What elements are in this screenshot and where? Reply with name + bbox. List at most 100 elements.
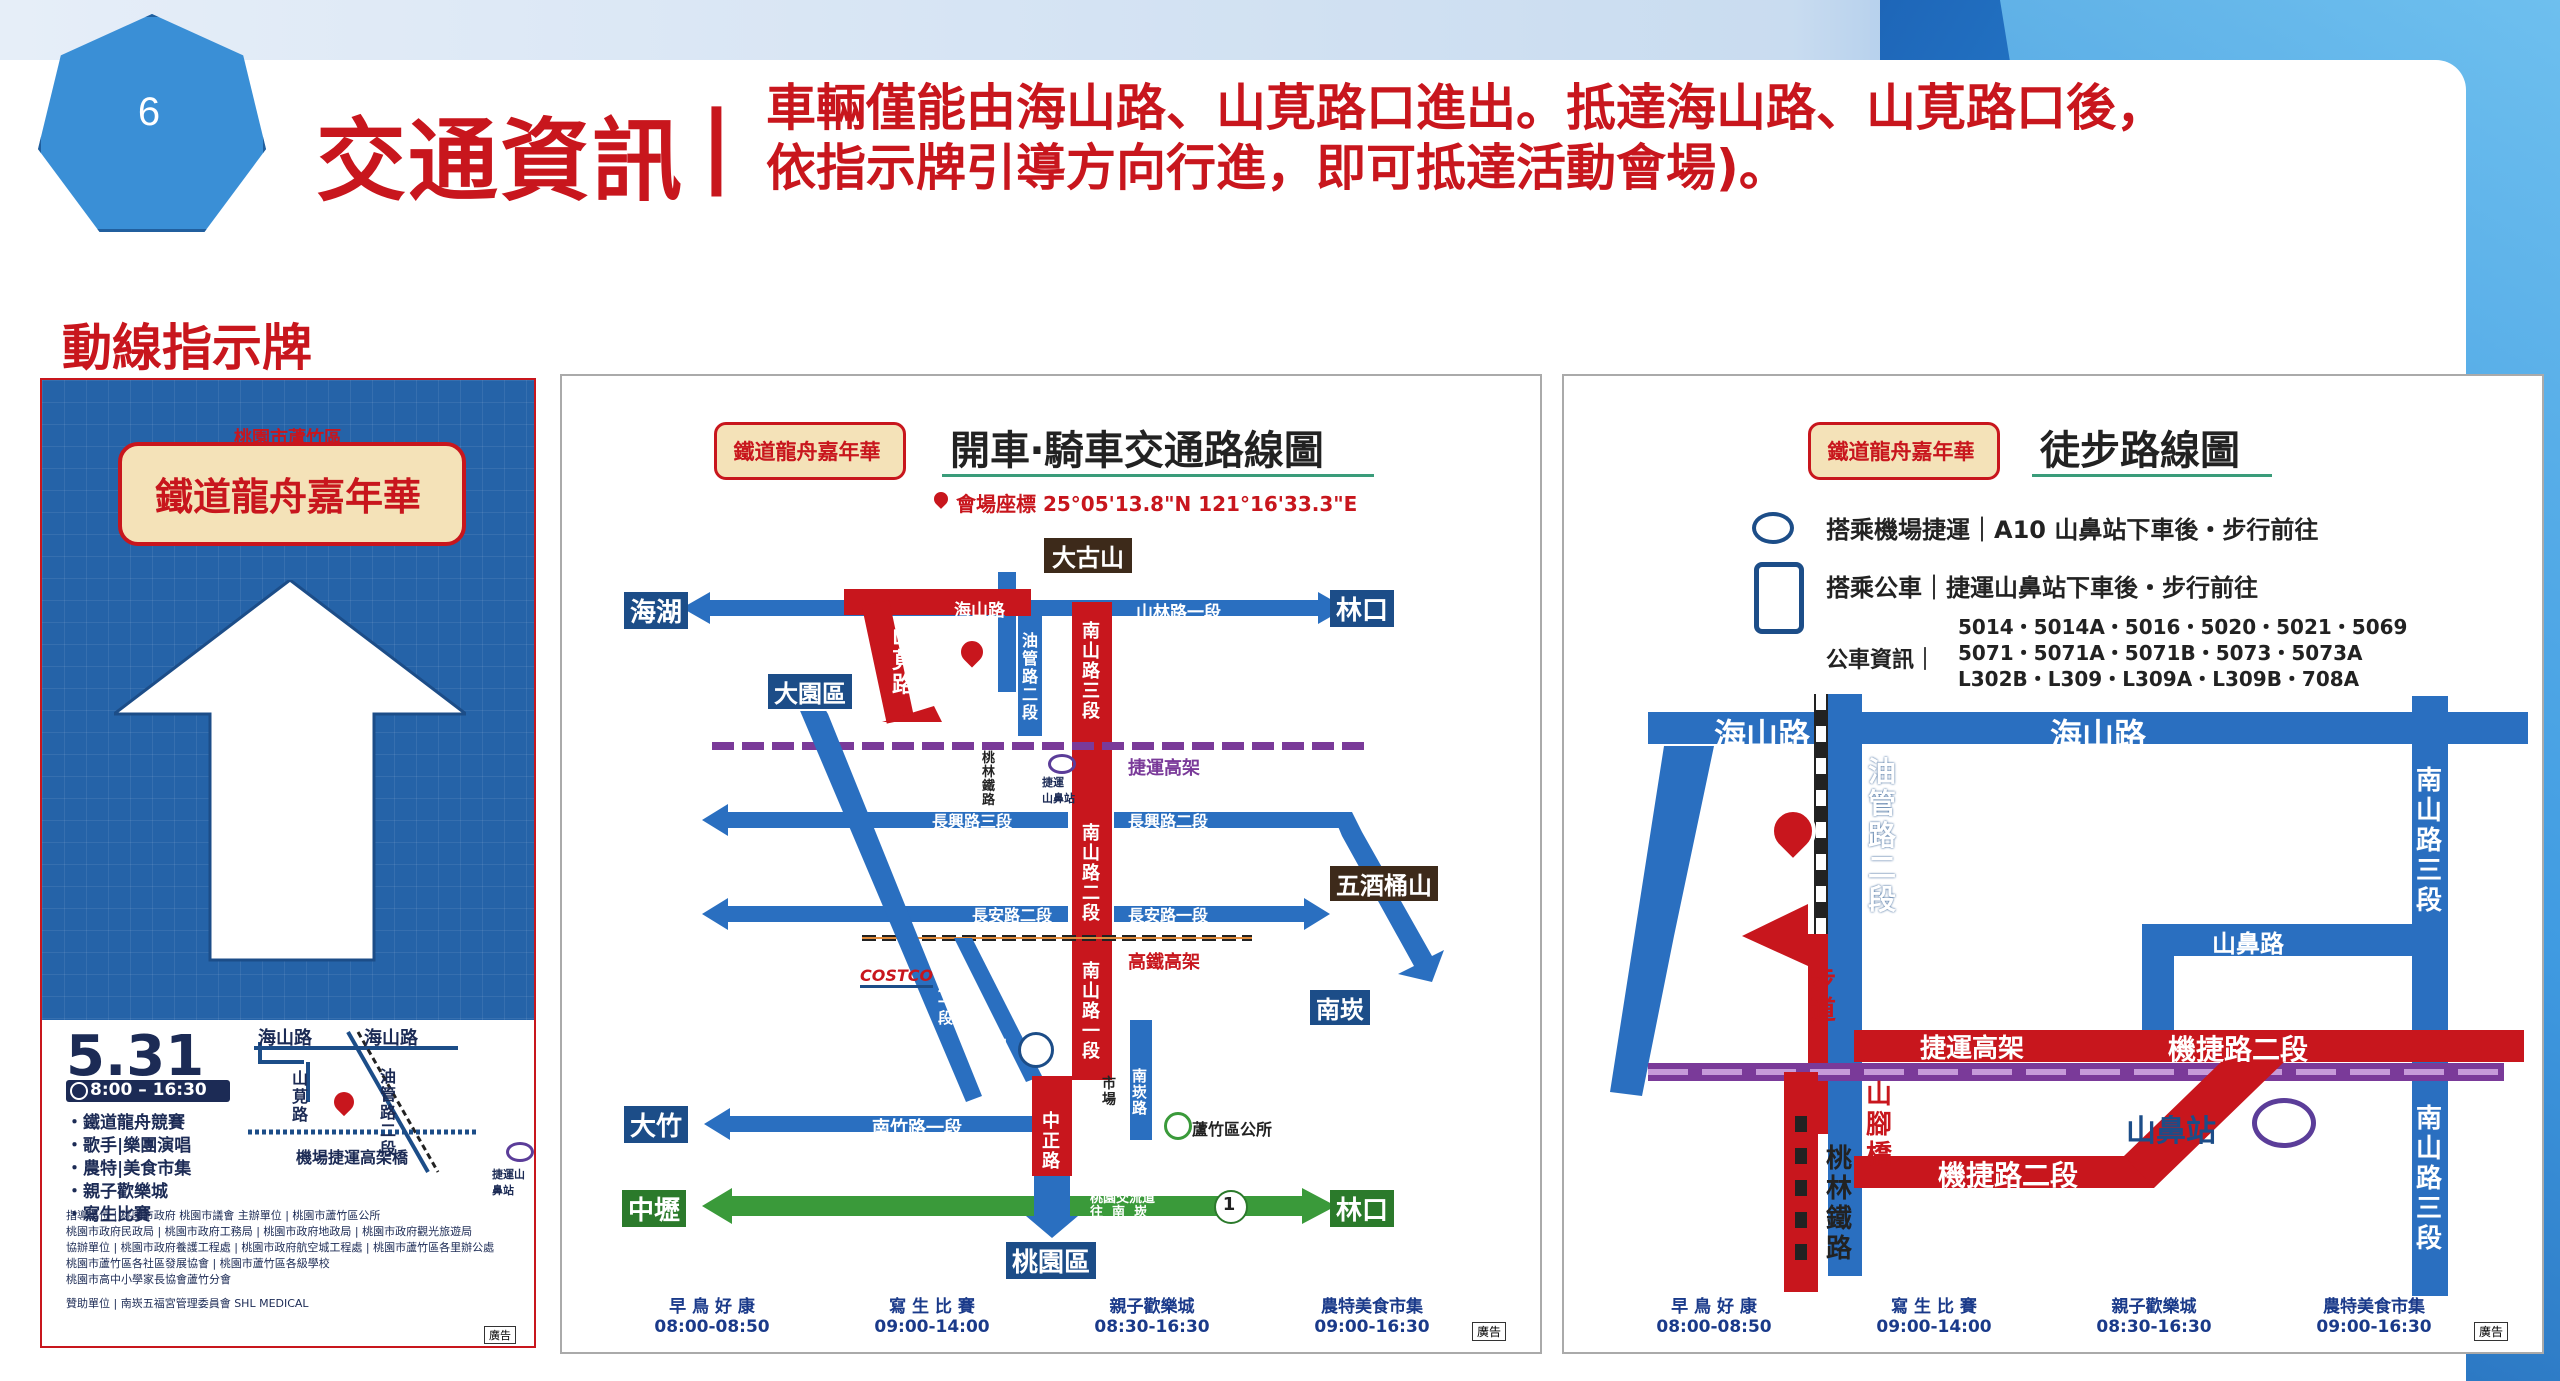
label-dayuan: 大園區 — [766, 672, 854, 711]
walk-map-roads — [1610, 694, 2528, 1296]
label-shanbi-station: 山鼻站 — [2126, 1114, 2216, 1149]
road-nanshan-3: 南 山 路 三 段 — [1082, 621, 1100, 722]
walk-title-underline — [2032, 474, 2272, 477]
page-title: 交通資訊 — [316, 109, 684, 214]
schedule-name: 寫 生 比 賽 — [1891, 1297, 1977, 1317]
mini-map-haishan-2: 海山路 — [364, 1028, 418, 1049]
label-linkou-2: 林口 — [1330, 1190, 1395, 1227]
section-label: 動線指示牌 — [62, 319, 312, 377]
drive-title-underline — [942, 474, 1374, 477]
mrt-station-icon — [1048, 754, 1076, 774]
drive-coords: 會場座標 25°05'13.8"N 121°16'33.3"E — [956, 492, 1358, 516]
organizer-line: 協辦單位 | 桃園市政府養護工程處 | 桃園市政府航空城工程處 | 桃園市蘆竹區… — [66, 1241, 495, 1254]
label-mrt-station: 捷運 山鼻站 — [1042, 776, 1075, 805]
sign-date: 5.31 — [66, 1024, 205, 1089]
sign-time-box — [66, 1080, 230, 1102]
schedule-time: 08:30-16:30 — [2096, 1317, 2212, 1337]
mini-map-viaduct: 機場捷運高架橋 — [296, 1148, 409, 1167]
walkway-label: 步 道 — [1810, 966, 1837, 1026]
schedule-item: 農特美食市集 09:00-16:30 — [1272, 1292, 1472, 1337]
schedule-name: 親子歡樂城 — [2111, 1297, 2197, 1317]
road-mrt: 捷運高架 — [1920, 1034, 2025, 1064]
direction-sign-panel: 桃園市蘆竹區 鐵道龍舟嘉年華 5.31 8:00 – 16:30 ・鐵道龍舟競賽… — [40, 378, 536, 1348]
road-nankan: 南 崁 路 — [1132, 1067, 1148, 1117]
road-shanjiao: 山 腳 橋 — [1866, 1080, 1893, 1170]
schedule-item: 親子歡樂城 08:30-16:30 — [2054, 1292, 2254, 1337]
schedule-name: 親子歡樂城 — [1109, 1297, 1195, 1317]
bus-route-line: 5014・5014A・5016・5020・5021・5069 — [1958, 615, 2408, 639]
schedule-name: 早 鳥 好 康 — [669, 1297, 755, 1317]
schedule-time: 08:00-08:50 — [654, 1317, 770, 1337]
event-item: ・寫生比賽 — [66, 1205, 151, 1225]
mini-map-youguan: 油 管 路 二 段 — [380, 1067, 397, 1158]
label-haihu: 海湖 — [624, 592, 689, 629]
page-number: 6 — [137, 90, 161, 134]
schedule-time: 08:00-08:50 — [1656, 1317, 1772, 1337]
label-wujiutongshan: 五酒桶山 — [1330, 866, 1438, 901]
title-separator: | — [700, 92, 733, 197]
sign-ad-tag: 廣告 — [484, 1326, 516, 1344]
road-changxing-3: 長興路三段 — [932, 812, 1013, 831]
road-zhongzheng: 中 正 路 — [992, 1035, 1008, 1085]
subtitle-line-2: 依指示牌引導方向行進，即可抵達活動會場)。 — [766, 139, 1789, 197]
schedule-item: 寫 生 比 賽 09:00-14:00 — [1834, 1292, 2034, 1337]
road-nankan-1: 南 崁 路 一 段 — [938, 945, 954, 1027]
sign-logo — [118, 442, 466, 546]
event-item: ・親子歡樂城 — [66, 1182, 168, 1202]
sign-mini-map — [248, 1031, 478, 1173]
page-subtitle: 車輛僅能由海山路、山莧路口進出。抵達海山路、山莧路口後， 依指示牌引導方向行進，… — [766, 78, 2386, 198]
mini-map-station: 捷運山鼻站 — [492, 1168, 525, 1197]
schedule-item: 寫 生 比 賽 09:00-14:00 — [832, 1292, 1032, 1337]
road-zhongzheng-2: 中 正 路 — [1042, 1111, 1060, 1172]
label-hwy-note: 桃園交流道 往 南 崁 — [1090, 1191, 1156, 1220]
schedule-name: 寫 生 比 賽 — [889, 1297, 975, 1317]
road-nanzhu: 南竹路一段 — [872, 1118, 962, 1139]
road-shanye: 山 莧 路 — [892, 625, 915, 698]
road-taolin: 桃 林 鐵 路 — [1826, 1144, 1853, 1264]
station-icon — [2252, 1098, 2316, 1148]
drive-route-map-panel: 鐵道龍舟嘉年華 開車‧騎車交通路線圖 會場座標 25°05'13.8"N 121… — [560, 374, 1542, 1354]
road-nanshan-3a: 南 山 路 三 段 — [2416, 766, 2443, 916]
walk-bus-line: 搭乘公車｜捷運山鼻站下車後・步行前往 — [1826, 574, 2258, 602]
road-taolin: 桃 林 鐵 路 — [982, 751, 996, 808]
schedule-time: 08:30-16:30 — [1094, 1317, 1210, 1337]
schedule-name: 早 鳥 好 康 — [1671, 1297, 1757, 1317]
walk-map-title: 徒步路線圖 — [2040, 428, 2240, 474]
road-changxing-2: 長興路二段 — [1128, 812, 1209, 831]
label-market: 市 場 — [1102, 1076, 1116, 1108]
schedule-time: 09:00-16:30 — [1314, 1317, 1430, 1337]
organizer-line: 桃園市蘆竹區各社區發展協會 | 桃園市蘆竹區各級學校 — [66, 1257, 330, 1270]
label-zhongli: 中壢 — [622, 1190, 687, 1227]
event-item: ・農特|美食市集 — [66, 1159, 192, 1179]
schedule-item: 親子歡樂城 08:30-16:30 — [1052, 1292, 1252, 1337]
road-changan-2: 長安路二段 — [972, 906, 1053, 925]
sign-events: ・鐵道龍舟競賽 ・歌手|樂團演唱 ・農特|美食市集 ・親子歡樂城 ・寫生比賽 — [66, 1112, 191, 1227]
label-dagushan: 大古山 — [1044, 538, 1132, 573]
walking-route-map-panel: 鐵道龍舟嘉年華 徒步路線圖 搭乘機場捷運｜A10 山鼻站下車後・步行前往 搭乘公… — [1562, 374, 2544, 1354]
road-hsr: 高鐵高架 — [1128, 952, 1200, 973]
road-shanbi: 山鼻路 — [2212, 930, 2284, 958]
road-nanshan-1: 南 山 路 一 段 — [1082, 961, 1100, 1062]
bus-route-line: L302B・L309・L309A・L309B・708A — [1958, 667, 2360, 691]
organizer-line: 桃園市高中小學家長協會蘆竹分會 — [66, 1273, 231, 1286]
label-nankan: 南崁 — [1310, 990, 1370, 1025]
schedule-time: 09:00-14:00 — [1876, 1317, 1992, 1337]
road-shanye: 山 莧 路 — [1720, 791, 1743, 864]
walk-mrt-line: 搭乘機場捷運｜A10 山鼻站下車後・步行前往 — [1826, 516, 2319, 544]
road-haishan-right: 海山路 — [2050, 716, 2147, 754]
sign-organizers: 指導單位 | 桃園市政府 桃園市議會 主辦單位 | 桃園市蘆竹區公所 桃園市政府… — [66, 1208, 526, 1312]
highway-shield-icon — [1214, 1190, 1248, 1224]
highway-number: 1 — [1222, 1194, 1236, 1215]
sign-time: 8:00 – 16:30 — [90, 1080, 207, 1100]
drive-ad-tag: 廣告 — [1472, 1322, 1507, 1341]
label-linkou-1: 林口 — [1330, 590, 1395, 627]
walk-ad-tag: 廣告 — [2474, 1322, 2509, 1341]
organizer-line: 贊助單位 | 南崁五福宮管理委員會 SHL MEDICAL — [66, 1297, 309, 1310]
road-nanshan-3b: 南 山 路 三 段 — [2416, 1104, 2443, 1254]
schedule-name: 農特美食市集 — [1321, 1297, 1423, 1317]
road-changan-1: 長安路一段 — [1128, 906, 1209, 925]
bus-icon — [1754, 562, 1804, 634]
walk-logo-main: 鐵道龍舟嘉年華 — [1827, 439, 1975, 464]
sign-logo-main: 鐵道龍舟嘉年華 — [154, 474, 421, 519]
bus-routes: 5014・5014A・5016・5020・5021・5069 5071・5071… — [1958, 614, 2407, 692]
